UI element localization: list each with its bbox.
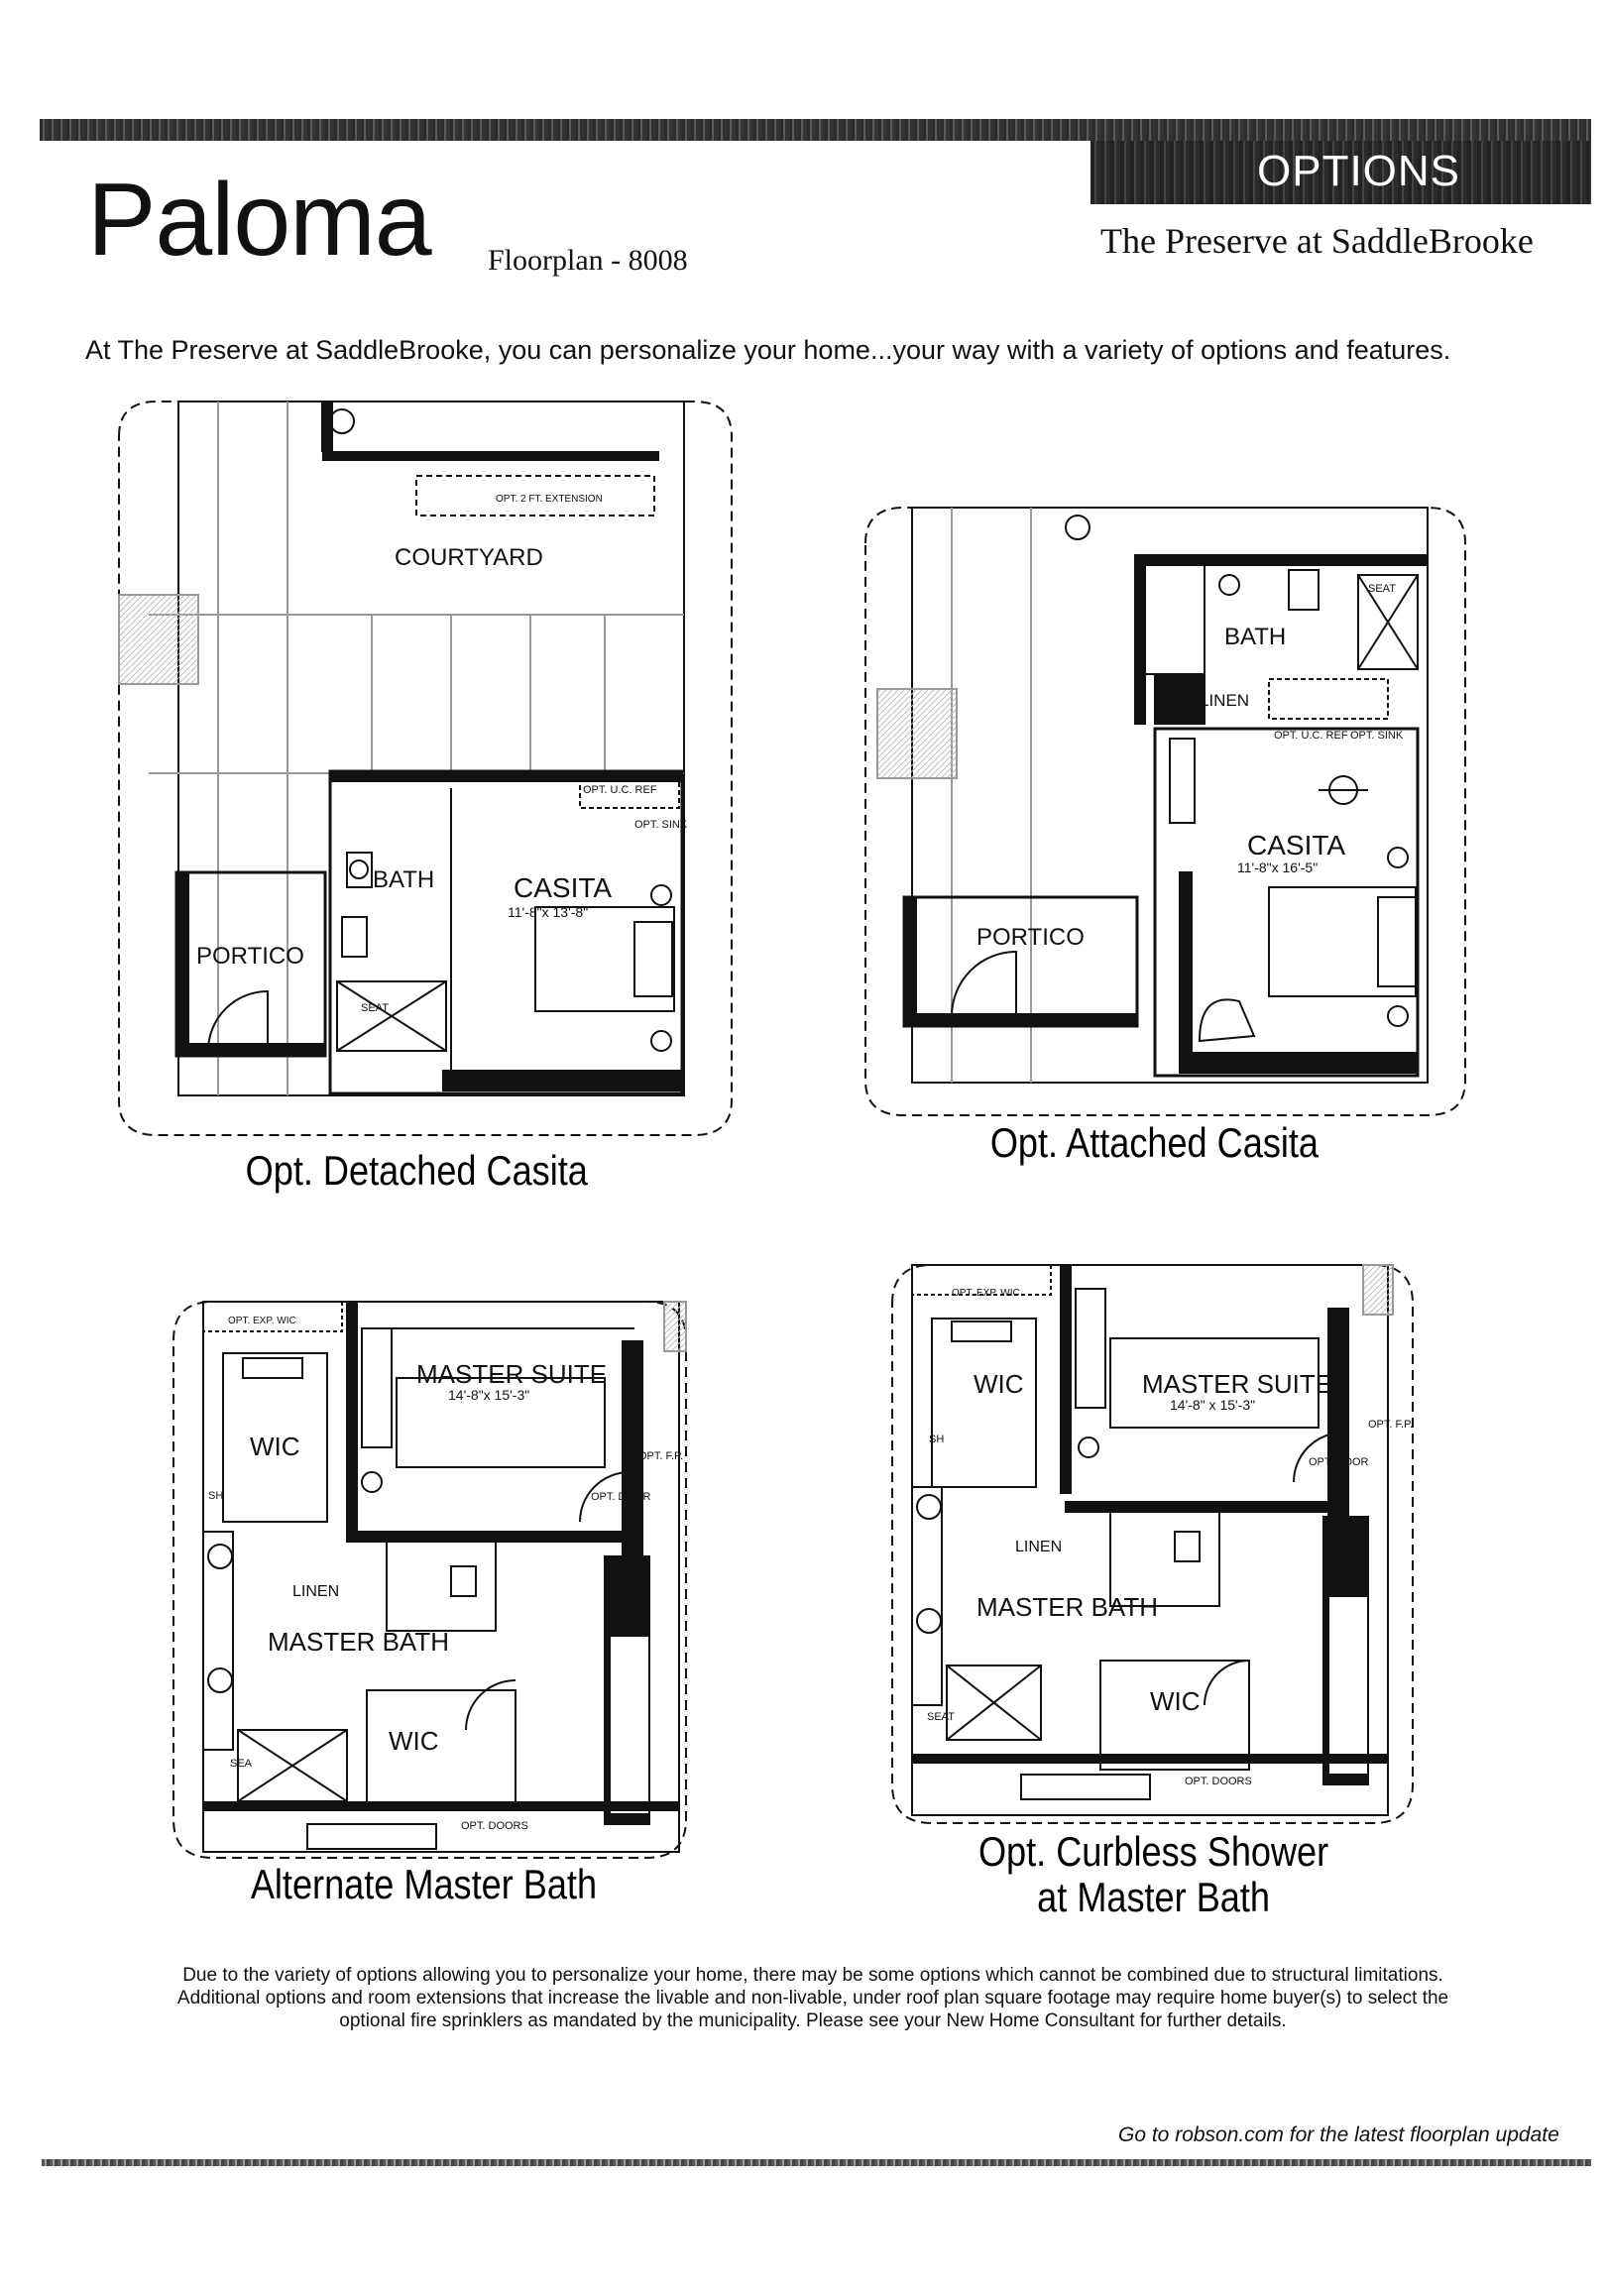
label-sh: SH (929, 1434, 944, 1445)
plan-curbless-labels: OPT. EXP. WIC WIC MASTER SUITE 14'-8" x … (927, 1288, 1413, 1787)
label-door: OPT. DOOR (591, 1491, 651, 1503)
label-door: OPT. DOOR (1309, 1456, 1369, 1468)
label-linen: LINEN (1015, 1539, 1062, 1555)
plan-alternate-bath (172, 1301, 687, 1859)
label-master-dims: 14'-8" x 15'-3" (1170, 1397, 1255, 1413)
label-sink: OPT. SINK (1350, 730, 1404, 742)
plan-attached-labels: BATH SEAT LINEN OPT. U.C. REF OPT. SINK … (976, 583, 1404, 951)
label-master-suite: MASTER SUITE (1142, 1369, 1332, 1399)
floorplan-number: Floorplan - 8008 (488, 244, 688, 277)
label-sink: OPT. SINK (634, 819, 688, 831)
label-wic: WIC (974, 1369, 1024, 1399)
label-master-bath: MASTER BATH (268, 1627, 449, 1657)
header-bar (40, 119, 1591, 141)
label-master-dims: 14'-8"x 15'-3" (448, 1387, 529, 1403)
label-fp: OPT. F.P. (1368, 1419, 1413, 1431)
label-bath: BATH (1224, 624, 1286, 650)
label-doors: OPT. DOORS (461, 1820, 528, 1832)
label-seat: SEAT (927, 1711, 955, 1723)
label-seat: SEAT (361, 1002, 389, 1014)
label-casita-dims: 11'-8"x 16'-5" (1237, 860, 1318, 875)
options-badge: OPTIONS (1090, 141, 1591, 204)
label-seat: SEAT (1368, 583, 1396, 595)
label-casita: CASITA (1247, 830, 1345, 861)
label-doors: OPT. DOORS (1185, 1776, 1252, 1787)
plan-curbless-shower (891, 1264, 1414, 1824)
plan-detached-casita (118, 401, 733, 1136)
label-master-bath: MASTER BATH (976, 1592, 1158, 1622)
label-bath: BATH (373, 866, 434, 893)
community-name: The Preserve at SaddleBrooke (1100, 221, 1534, 261)
footer-bar (42, 2159, 1591, 2166)
caption-curbless-line2: at Master Bath (1037, 1876, 1270, 1921)
label-linen: LINEN (292, 1583, 339, 1600)
plan-title: Paloma (87, 163, 432, 278)
label-master-suite: MASTER SUITE (416, 1359, 607, 1389)
label-extension: OPT. 2 FT. EXTENSION (496, 494, 603, 505)
label-wic: WIC (250, 1432, 300, 1461)
label-ref: OPT. U.C. REF (583, 784, 657, 796)
label-seat: SEA (230, 1758, 253, 1770)
plan-attached-casita (864, 507, 1466, 1116)
label-linen: LINEN (1200, 691, 1249, 710)
footer-link-note[interactable]: Go to robson.com for the latest floorpla… (1118, 2124, 1559, 2146)
label-portico: PORTICO (196, 943, 304, 970)
caption-attached: Opt. Attached Casita (990, 1121, 1319, 1167)
label-casita: CASITA (514, 872, 612, 903)
label-wic2: WIC (389, 1726, 439, 1756)
caption-detached: Opt. Detached Casita (246, 1149, 588, 1195)
label-fp: OPT. F.P. (638, 1450, 683, 1462)
label-courtyard: COURTYARD (395, 544, 543, 571)
intro-text: At The Preserve at SaddleBrooke, you can… (85, 335, 1451, 365)
label-ref: OPT. U.C. REF (1274, 730, 1348, 742)
label-casita-dims: 11'-8"x 13'-8" (508, 904, 588, 920)
caption-curbless-line1: Opt. Curbless Shower (978, 1830, 1328, 1876)
plan-alternate-labels: OPT. EXP. WIC MASTER SUITE 14'-8"x 15'-3… (208, 1316, 683, 1832)
options-label: OPTIONS (1257, 147, 1461, 195)
disclaimer-text: Due to the variety of options allowing y… (176, 1965, 1449, 2031)
label-wic-exp: OPT. EXP. WIC (952, 1288, 1020, 1299)
label-wic2: WIC (1150, 1686, 1201, 1716)
caption-alternate: Alternate Master Bath (251, 1863, 597, 1908)
label-sh: SH (208, 1490, 223, 1502)
label-portico: PORTICO (976, 924, 1085, 951)
plan-detached-labels: OPT. 2 FT. EXTENSION COURTYARD BATH CASI… (196, 494, 688, 1014)
label-wic-exp: OPT. EXP. WIC (228, 1316, 296, 1326)
